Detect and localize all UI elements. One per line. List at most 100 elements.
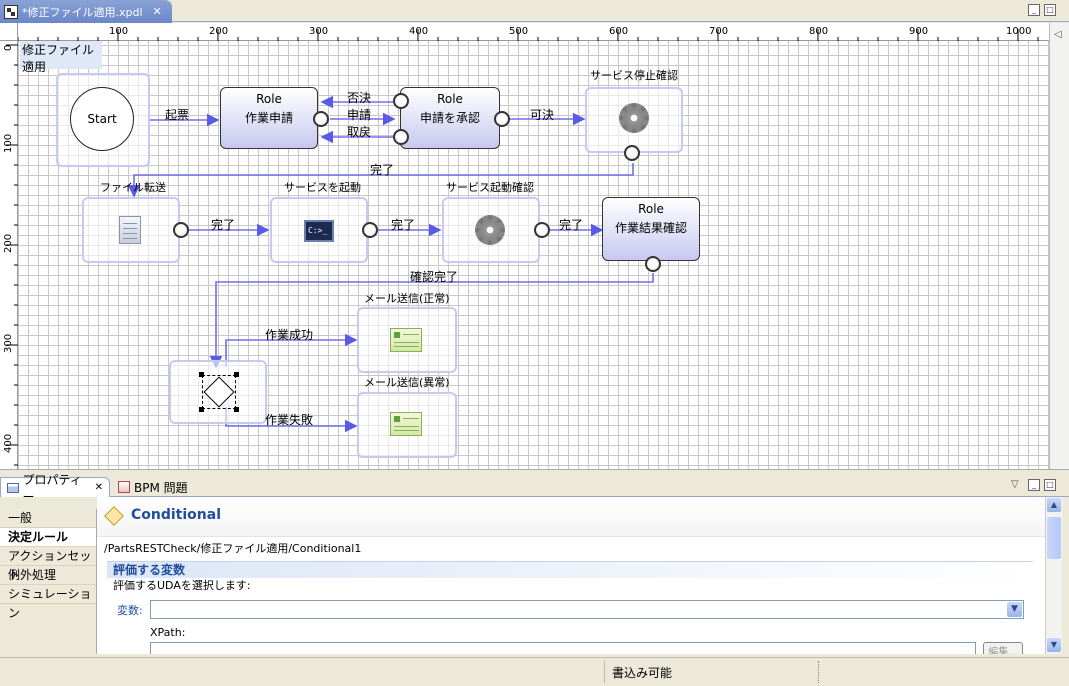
port-handle[interactable] <box>624 145 640 161</box>
gateway-selection[interactable] <box>202 375 236 409</box>
edit-button[interactable]: 編集... <box>983 642 1023 654</box>
ruler-label: 100 <box>3 133 14 153</box>
port-handle[interactable] <box>313 111 329 127</box>
port-handle[interactable] <box>393 129 409 145</box>
diagram-title[interactable]: 修正ファイル適用 <box>20 41 102 74</box>
task-approve[interactable]: Role 申請を承認 <box>400 87 500 149</box>
nav-general[interactable]: 一般 <box>0 509 96 528</box>
chevron-down-icon[interactable]: ▼ <box>1007 602 1022 617</box>
port-handle[interactable] <box>393 93 409 109</box>
edge-label[interactable]: 完了 <box>370 163 395 177</box>
problems-icon <box>118 481 130 493</box>
ruler-label: 500 <box>509 26 529 37</box>
email-icon <box>390 412 422 436</box>
edge-label[interactable]: 完了 <box>391 218 416 232</box>
tab-bpm-problems[interactable]: BPM 問題 <box>112 477 196 497</box>
start-event[interactable]: Start <box>70 87 134 151</box>
edge-label[interactable]: 取戻 <box>347 125 372 139</box>
close-icon[interactable]: ✕ <box>152 5 162 18</box>
resize-handle[interactable] <box>234 372 239 377</box>
maximize-icon[interactable]: □ <box>1044 479 1056 491</box>
ruler-label: 700 <box>709 26 729 37</box>
vertical-ruler: 0 100 200 300 400 <box>0 41 18 469</box>
port-handle[interactable] <box>534 222 550 238</box>
maximize-icon[interactable]: □ <box>1044 4 1056 16</box>
task-name: 作業結果確認 <box>614 221 687 235</box>
properties-icon <box>7 482 19 493</box>
close-icon[interactable]: ✕ <box>94 482 103 493</box>
edge-label[interactable]: 完了 <box>211 218 236 232</box>
edge-label[interactable]: 作業失敗 <box>265 413 314 427</box>
task-apply[interactable]: Role 作業申請 <box>220 87 318 149</box>
edge-label[interactable]: 起票 <box>165 108 190 122</box>
edge-label[interactable]: 確認完了 <box>410 270 459 284</box>
node-label: ファイル転送 <box>100 181 166 194</box>
task-role: Role <box>638 202 664 216</box>
task-confirm-result[interactable]: Role 作業結果確認 <box>602 197 700 261</box>
ruler-label: 100 <box>109 26 129 37</box>
tab-label: プロパティー <box>22 472 82 504</box>
section-title[interactable]: 評価する変数 <box>107 561 1033 578</box>
ruler-corner <box>0 23 18 41</box>
status-divider <box>818 661 819 683</box>
port-handle[interactable] <box>645 256 661 272</box>
chevron-left-icon[interactable]: ◁ <box>1054 29 1062 40</box>
edge-label[interactable]: 完了 <box>559 218 584 232</box>
element-path: /PartsRESTCheck/修正ファイル適用/Conditional1 <box>104 542 362 555</box>
resize-handle[interactable] <box>199 407 204 412</box>
editor-tab[interactable]: *修正ファイル適用.xpdl ✕ <box>0 0 172 23</box>
scroll-thumb[interactable] <box>1047 517 1061 559</box>
gear-icon <box>619 103 649 133</box>
port-handle[interactable] <box>494 111 510 127</box>
conditional-diamond-icon <box>104 506 124 526</box>
ruler-label: 200 <box>3 233 14 253</box>
minimize-icon[interactable]: _ <box>1028 4 1040 16</box>
task-role: Role <box>437 92 463 106</box>
xpath-label: XPath: <box>150 626 186 639</box>
editor-tab-title: *修正ファイル適用.xpdl <box>22 5 143 19</box>
tab-properties[interactable]: プロパティー ✕ <box>0 473 110 504</box>
properties-title: Conditional <box>131 507 222 523</box>
resize-handle[interactable] <box>199 372 204 377</box>
status-bar: 書込み可能 <box>0 657 1069 686</box>
nav-action-set[interactable]: アクションセット <box>0 547 96 582</box>
editor-tab-bar: *修正ファイル適用.xpdl ✕ _ □ <box>0 0 1069 23</box>
ruler-label: 1000 <box>1006 26 1032 37</box>
scroll-up-icon[interactable]: ▲ <box>1047 498 1061 512</box>
edge-label[interactable]: 否決 <box>347 91 372 105</box>
resize-handle[interactable] <box>234 407 239 412</box>
port-handle[interactable] <box>173 222 189 238</box>
xpath-input[interactable] <box>150 642 976 654</box>
xpdl-file-icon <box>4 4 18 19</box>
ruler-label: 400 <box>409 26 429 37</box>
edge-stop-to-transfer <box>127 163 634 198</box>
scroll-down-icon[interactable]: ▼ <box>1047 638 1061 652</box>
horizontal-ruler: 100 200 300 400 500 600 700 800 900 1000 <box>18 23 1049 41</box>
nav-simulation[interactable]: シミュレーション <box>0 585 96 620</box>
properties-nav: 一般 決定ルール アクションセット 例外処理 シミュレーション <box>0 509 97 654</box>
panel-splitter[interactable] <box>0 469 1069 475</box>
ruler-ticks <box>18 29 1039 41</box>
edge-label[interactable]: 可決 <box>530 108 555 122</box>
ruler-label: 300 <box>3 333 14 353</box>
edge-success <box>225 333 358 367</box>
email-icon <box>390 328 422 352</box>
ruler-label: 200 <box>209 26 229 37</box>
port-handle[interactable] <box>362 222 378 238</box>
variable-select[interactable]: ▼ <box>150 600 1024 619</box>
edge-label[interactable]: 申請 <box>347 108 372 122</box>
view-menu-icon[interactable]: ▽ <box>1011 479 1019 490</box>
nav-decision-rules[interactable]: 決定ルール <box>0 528 96 547</box>
nav-exception-handling[interactable]: 例外処理 <box>0 566 96 585</box>
node-label: メール送信(異常) <box>364 376 450 389</box>
process-canvas[interactable]: 修正ファイル適用 <box>18 41 1049 469</box>
service-stop-check[interactable] <box>585 87 683 153</box>
palette-toggle[interactable]: ◁ <box>1049 23 1069 469</box>
ruler-label: 900 <box>909 26 929 37</box>
document-icon <box>119 216 141 244</box>
gear-icon <box>475 215 505 245</box>
edge-label[interactable]: 作業成功 <box>265 328 314 342</box>
properties-scrollbar[interactable]: ▲ ▼ <box>1045 497 1062 654</box>
minimize-icon[interactable]: _ <box>1028 479 1040 491</box>
properties-header: Conditional <box>97 497 1045 537</box>
